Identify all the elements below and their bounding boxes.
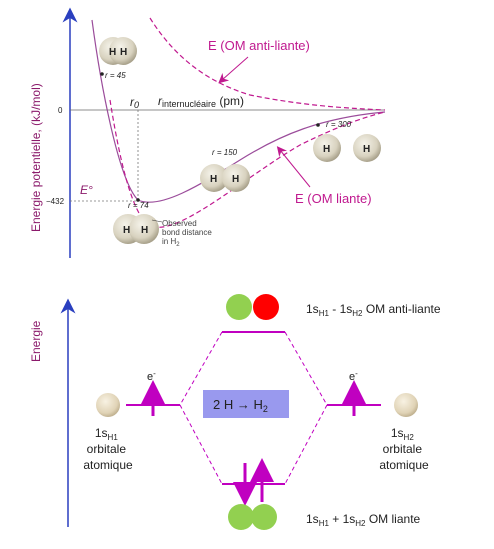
x-axis-label: rinternucléaire (pm)	[158, 94, 244, 109]
right-electron-label: e-	[349, 369, 358, 383]
svg-text:H: H	[232, 174, 239, 185]
antibonding-mo-lobes	[226, 294, 279, 320]
observed-leader	[151, 219, 163, 223]
bonding-mo-lobes	[228, 504, 277, 530]
om-anti-liante-label: E (OM anti-liante)	[208, 38, 310, 53]
e-degree-label: E°	[80, 183, 93, 197]
h2-molecule-r74: H H	[113, 214, 159, 244]
om-liante-pointer	[276, 146, 311, 188]
tick-432: −432	[46, 197, 65, 206]
potential-energy-panel: Energie potentielle, (kJ/mol) 0 −432 r0 …	[29, 7, 386, 258]
potential-energy-curve	[91, 19, 386, 203]
label-r74: r = 74	[128, 201, 149, 210]
top-y-axis-label: Energie potentielle, (kJ/mol)	[29, 83, 43, 232]
left-ao-label: 1sH1 orbitale atomique	[83, 426, 133, 472]
tick-zero: 0	[58, 106, 63, 115]
svg-text:H: H	[120, 47, 127, 58]
antibonding-label: 1sH1 - 1sH2 OM anti-liante	[306, 302, 441, 318]
left-electron-label: e-	[147, 369, 156, 383]
point-r300	[316, 123, 320, 127]
mo-diagram-panel: Energie 1sH1 - 1sH2 OM anti-liante 2 H →…	[29, 294, 441, 530]
svg-text:H: H	[323, 144, 330, 155]
reaction-label: 2 H → H2	[213, 397, 268, 414]
h2-molecule-r45: H H	[99, 37, 137, 65]
observed-note: Observed bond distance in H2	[162, 219, 214, 248]
h-atoms-r300: H H	[313, 134, 381, 162]
r0-label: r0	[130, 95, 139, 110]
svg-text:H: H	[109, 47, 116, 58]
om-liante-curve	[109, 99, 386, 228]
label-r150: r = 150	[212, 148, 238, 157]
correlation-lines	[179, 331, 328, 485]
om-anti-liante-curve	[149, 17, 386, 111]
left-atomic-orbital-sphere	[96, 393, 120, 417]
reaction-box	[203, 390, 289, 418]
right-ao-label: 1sH2 orbitale atomique	[379, 426, 429, 472]
right-atomic-orbital-sphere	[394, 393, 418, 417]
point-r45	[100, 72, 104, 76]
svg-text:H: H	[210, 174, 217, 185]
om-liante-label: E (OM liante)	[295, 191, 372, 206]
point-r74	[136, 198, 140, 202]
svg-text:H: H	[141, 225, 148, 236]
label-r45: r = 45	[105, 71, 126, 80]
bottom-y-axis-label: Energie	[29, 320, 43, 362]
svg-text:H: H	[123, 225, 130, 236]
label-r300: r = 300	[326, 120, 352, 129]
svg-text:H: H	[363, 144, 370, 155]
om-anti-liante-pointer	[218, 56, 249, 84]
bonding-label: 1sH1 + 1sH2 OM liante	[306, 512, 421, 528]
h2-molecule-r150: H H	[200, 164, 250, 192]
